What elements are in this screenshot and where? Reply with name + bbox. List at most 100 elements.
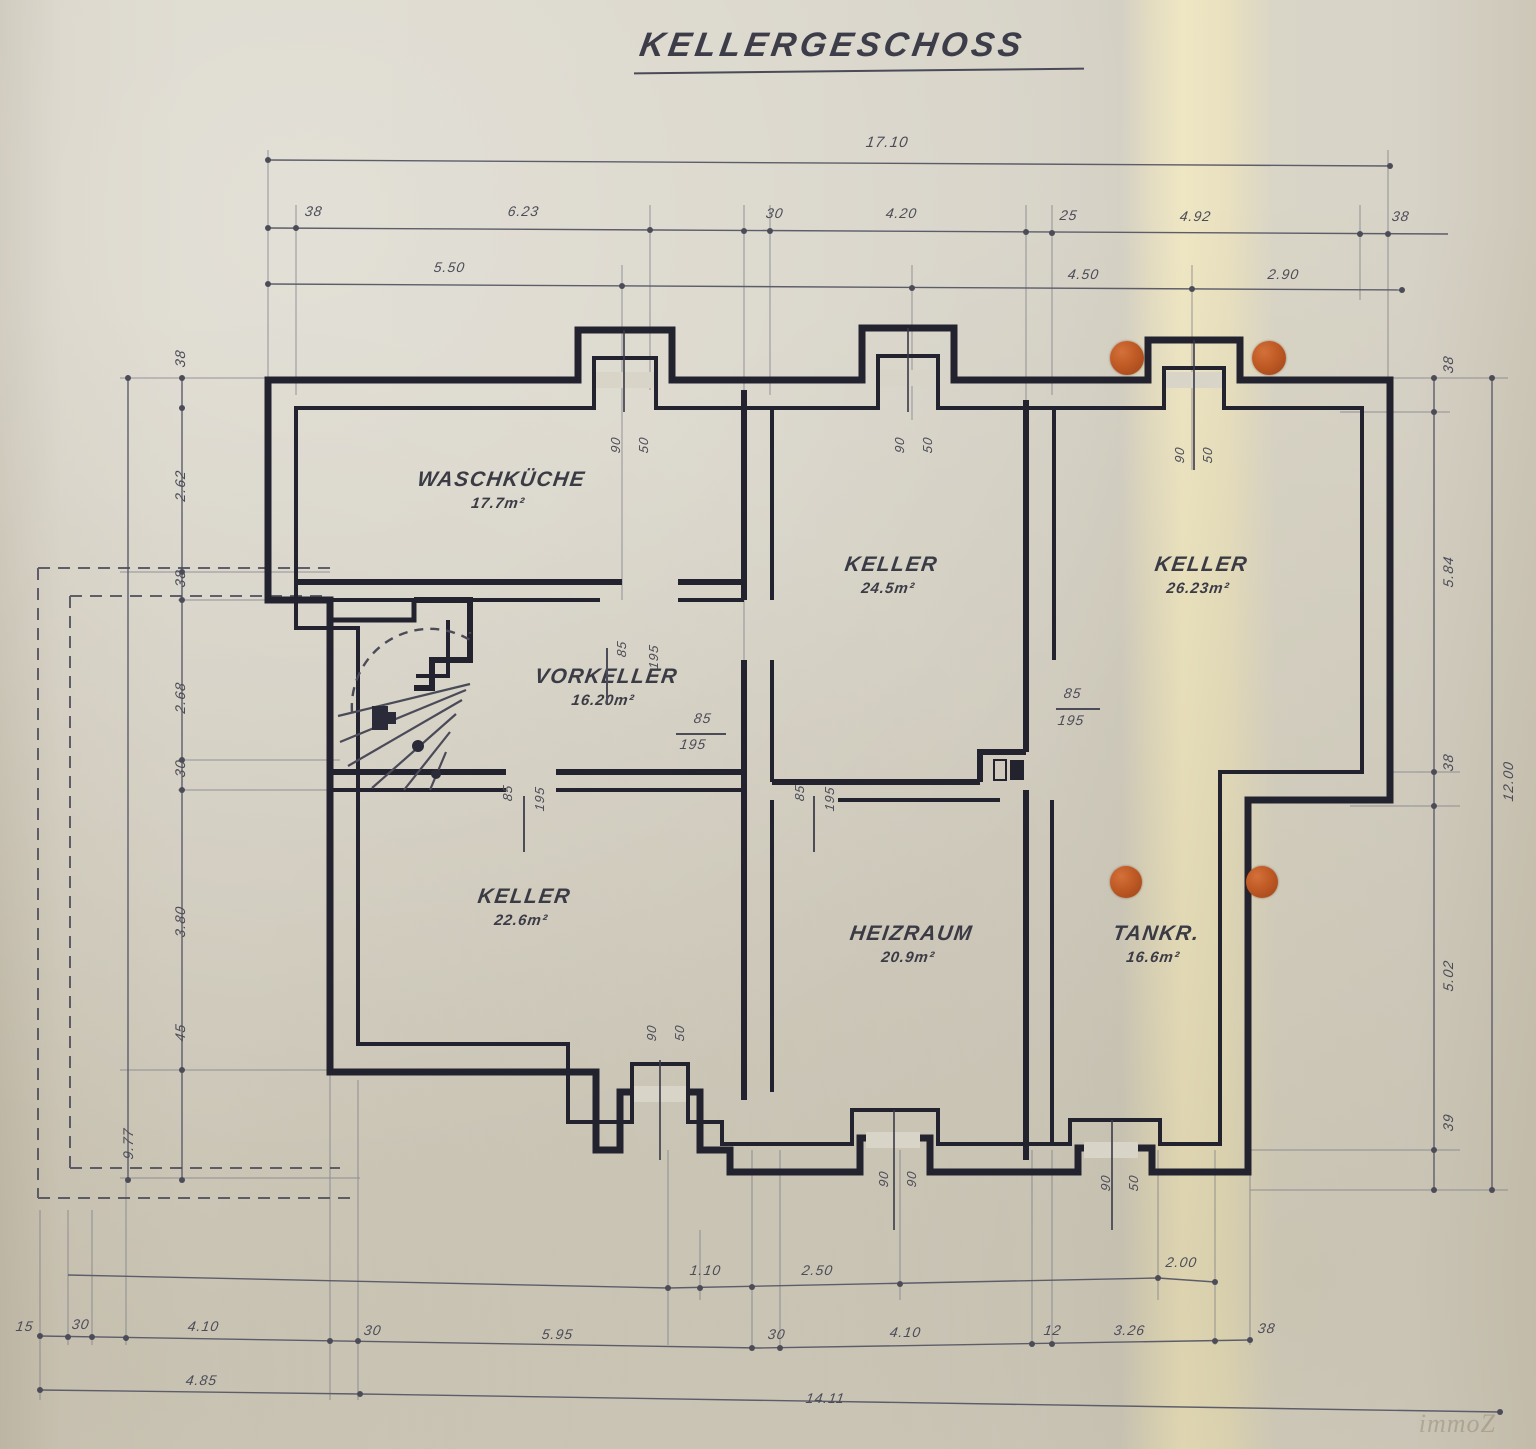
dim-bot2-2: 2.50 bbox=[800, 1262, 835, 1278]
room-name: KELLER bbox=[1153, 553, 1250, 576]
opening-h-win-heizraum: 90 bbox=[904, 1169, 919, 1189]
opening-w-win-tankraum: 90 bbox=[1098, 1173, 1113, 1193]
bottom-dimension-ticks bbox=[37, 1275, 1503, 1415]
fraction-rule-vorkeller bbox=[676, 733, 726, 735]
dim-bot-6: 30 bbox=[766, 1326, 787, 1342]
opening-h-door-keller-unten: 195 bbox=[532, 785, 547, 813]
dim-bot-2: 30 bbox=[70, 1316, 91, 1332]
dim-top-overall: 17.10 bbox=[864, 134, 910, 151]
room-label-keller-mitte: KELLER 24.5m² bbox=[777, 553, 1003, 597]
dim-bot-9: 3.26 bbox=[1112, 1322, 1147, 1338]
dim-top-7: 38 bbox=[1390, 208, 1411, 224]
dim-top2-3: 2.90 bbox=[1266, 266, 1301, 282]
opening-w-door-keller-unten: 85 bbox=[500, 783, 515, 803]
opening-h-door-vorkeller: 195 bbox=[678, 736, 708, 752]
left-dimension-lines bbox=[127, 378, 183, 1180]
right-dimension-lines bbox=[1433, 378, 1493, 1190]
stamp-mark-bottom-right-icon bbox=[1246, 866, 1278, 898]
dim-bot-7: 4.10 bbox=[888, 1324, 923, 1340]
opening-w-win-keller-mitte: 90 bbox=[892, 435, 907, 455]
opening-h-win-tankraum: 50 bbox=[1126, 1173, 1141, 1193]
room-label-tankraum: TANKR. 16.6m² bbox=[1057, 922, 1253, 966]
opening-h-win-keller-mitte: 50 bbox=[920, 435, 935, 455]
room-label-vorkeller: VORKELLER 16.20m² bbox=[487, 665, 723, 709]
dim-right-2: 5.84 bbox=[1440, 554, 1456, 589]
opening-w-door-vorkeller: 85 bbox=[692, 710, 713, 726]
stamp-mark-top-right-icon bbox=[1252, 341, 1286, 375]
dim-left-6: 3.80 bbox=[172, 904, 188, 939]
opening-w-win-keller-unten: 90 bbox=[644, 1023, 659, 1043]
dim-left-5: 30 bbox=[172, 758, 188, 779]
dim-bot-10: 38 bbox=[1256, 1320, 1277, 1336]
bottom-dimension-lines bbox=[39, 1274, 1501, 1413]
top-dimension-lines bbox=[267, 159, 1449, 291]
staircase bbox=[337, 627, 472, 791]
room-area: 16.20m² bbox=[570, 692, 636, 709]
dim-left-4: 2.68 bbox=[172, 680, 188, 715]
room-name: KELLER bbox=[476, 885, 573, 908]
dim-bot-4: 30 bbox=[362, 1322, 383, 1338]
room-area: 17.7m² bbox=[470, 495, 527, 512]
dim-left-1: 38 bbox=[172, 348, 188, 369]
room-name: WASCHKÜCHE bbox=[415, 468, 588, 491]
fraction-rule-waschkueche bbox=[606, 648, 608, 704]
dim-right-5: 39 bbox=[1440, 1112, 1456, 1133]
dim-bot-8: 12 bbox=[1042, 1322, 1063, 1338]
dim-top2-1: 5.50 bbox=[432, 259, 467, 275]
stamp-mark-bottom-left-icon bbox=[1110, 866, 1142, 898]
left-dimension-ticks bbox=[125, 375, 185, 1183]
room-name: TANKR. bbox=[1111, 922, 1202, 945]
dim-bot-overall: 14.11 bbox=[804, 1390, 847, 1406]
opening-w-door-keller-rechts: 85 bbox=[1062, 685, 1083, 701]
dim-top-1: 38 bbox=[303, 203, 324, 219]
room-area: 20.9m² bbox=[880, 949, 937, 966]
opening-w-door-heizraum: 85 bbox=[792, 783, 807, 803]
room-label-keller-unten: KELLER 22.6m² bbox=[405, 885, 641, 929]
opening-w-win-waschkueche: 90 bbox=[608, 435, 623, 455]
dim-left-7: 45 bbox=[172, 1022, 188, 1043]
opening-h-door-heizraum: 195 bbox=[822, 785, 837, 813]
opening-h-door-keller-rechts: 195 bbox=[1056, 712, 1086, 728]
room-label-keller-rechts: KELLER 26.23m² bbox=[1087, 553, 1313, 597]
dim-left-2: 2.62 bbox=[172, 468, 188, 503]
opening-w-win-keller-rechts: 90 bbox=[1172, 445, 1187, 465]
dim-top2-2: 4.50 bbox=[1066, 266, 1101, 282]
opening-h-win-keller-unten: 50 bbox=[672, 1023, 687, 1043]
window-openings bbox=[596, 328, 1222, 1230]
terrace-dashed-outline bbox=[37, 567, 358, 1199]
dim-top-4: 4.20 bbox=[884, 205, 919, 221]
fraction-rule-keller-unten bbox=[523, 796, 525, 852]
room-area: 26.23m² bbox=[1165, 580, 1231, 597]
room-label-waschkueche: WASCHKÜCHE 17.7m² bbox=[357, 468, 643, 512]
room-label-heizraum: HEIZRAUM 20.9m² bbox=[797, 922, 1023, 966]
room-name: KELLER bbox=[843, 553, 940, 576]
room-area: 22.6m² bbox=[493, 912, 550, 929]
dim-bot-5: 5.95 bbox=[540, 1326, 575, 1342]
room-area: 24.5m² bbox=[860, 580, 917, 597]
dim-bot-1: 15 bbox=[14, 1318, 35, 1334]
room-name: HEIZRAUM bbox=[848, 922, 975, 945]
dim-right-3: 38 bbox=[1440, 752, 1456, 773]
dim-left-3: 38 bbox=[172, 568, 188, 589]
right-dimension-ticks bbox=[1431, 375, 1495, 1193]
dim-top-3: 30 bbox=[764, 205, 785, 221]
dim-bot-overall-left: 4.85 bbox=[184, 1372, 219, 1388]
dim-top-5: 25 bbox=[1058, 207, 1079, 223]
dim-bot2-3: 2.00 bbox=[1164, 1254, 1199, 1270]
dim-right-overall: 12.00 bbox=[1500, 759, 1516, 803]
fraction-rule-keller-rechts bbox=[1056, 708, 1100, 710]
dim-right-1: 38 bbox=[1440, 354, 1456, 375]
top-dimension-ticks bbox=[265, 157, 1405, 293]
dim-left-overall: 9.77 bbox=[120, 1126, 136, 1161]
opening-h-win-waschkueche: 50 bbox=[636, 435, 651, 455]
stamp-mark-top-left-icon bbox=[1110, 341, 1144, 375]
dim-top-2: 6.23 bbox=[506, 203, 541, 219]
dim-bot2-1: 1.10 bbox=[688, 1262, 723, 1278]
opening-w-door-waschkueche: 85 bbox=[614, 639, 629, 659]
watermark: immoZ bbox=[1418, 1409, 1496, 1438]
building-walls bbox=[264, 324, 1394, 1176]
dim-top-6: 4.92 bbox=[1178, 208, 1213, 224]
